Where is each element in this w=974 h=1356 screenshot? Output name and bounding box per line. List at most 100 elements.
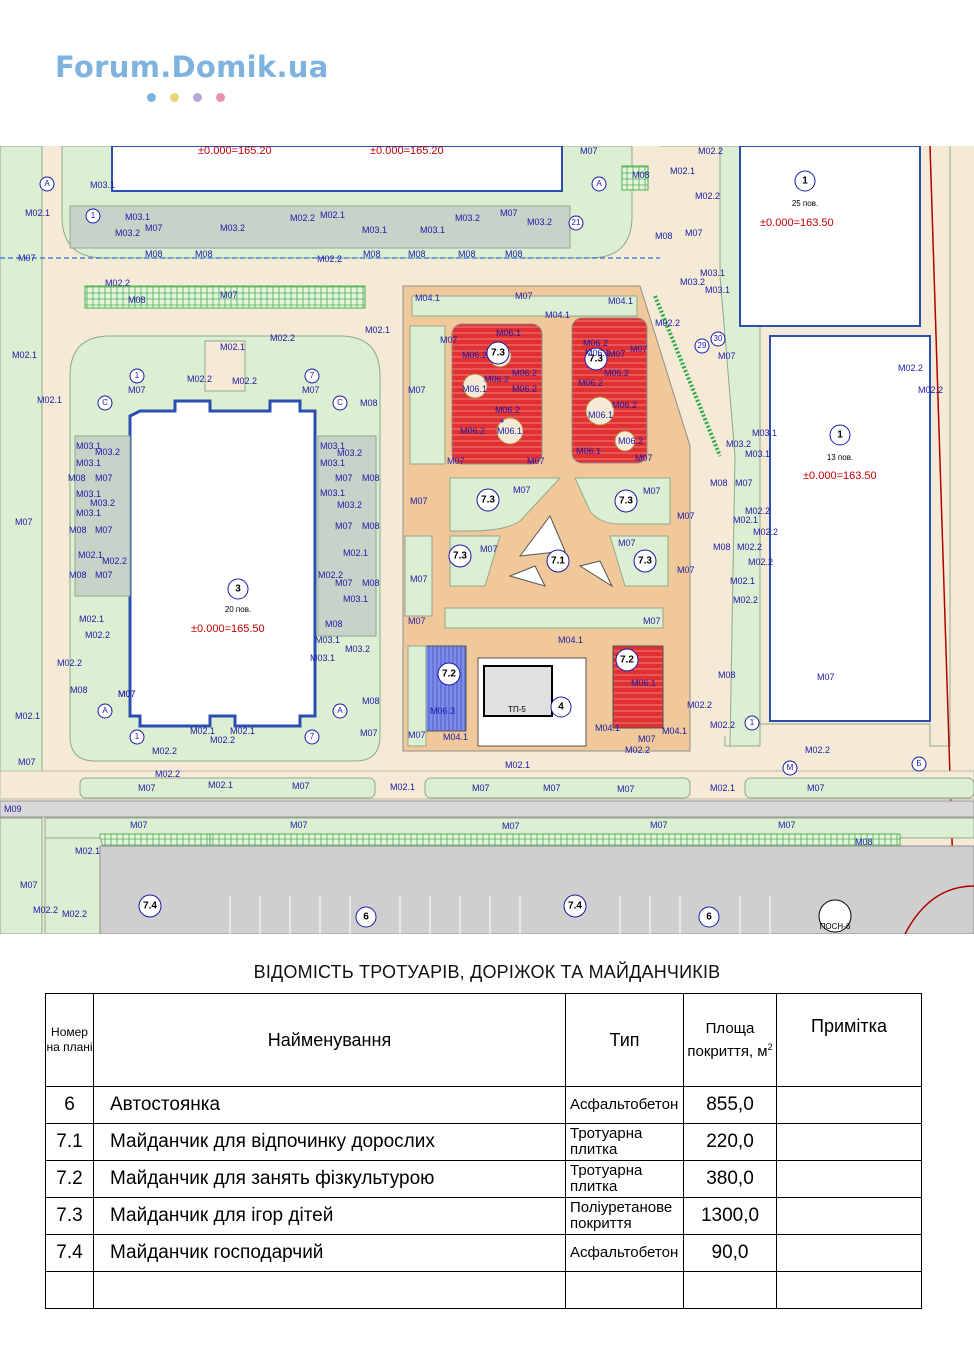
marking-label: M02.2 — [733, 595, 758, 605]
axis-marker: A — [596, 179, 602, 188]
green-strip-left-bottom — [0, 817, 43, 934]
marking-label: M07 — [480, 544, 498, 554]
cell-name: Майданчик для відпочинку дорослих — [93, 1123, 566, 1161]
surfaces-table: Номер на плані Найменування Тип Площа по… — [45, 993, 922, 1309]
marking-label: M07 — [220, 290, 238, 300]
marking-label: M07 — [335, 578, 353, 588]
marking-label: M02.1 — [190, 726, 215, 736]
zone-marker: 6 — [363, 912, 369, 923]
marking-label: M02.1 — [220, 342, 245, 352]
marking-label: M08 — [360, 398, 378, 408]
marking-label: M07 — [807, 783, 825, 793]
marking-label: M04.1 — [558, 635, 583, 645]
marking-label: M03.1 — [125, 212, 150, 222]
marking-label: M08 — [70, 685, 88, 695]
marking-label: M02.2 — [155, 769, 180, 779]
marking-label: M07 — [635, 453, 653, 463]
level-mark: ±0.000=163.50 — [760, 217, 834, 229]
axis-marker: A — [44, 179, 50, 188]
level-mark: ±0.000=163.50 — [803, 470, 877, 482]
marking-label: M03.1 — [76, 489, 101, 499]
marking-label: M02.1 — [365, 325, 390, 335]
marking-label: M07 — [685, 228, 703, 238]
marking-label: M03.2 — [345, 644, 370, 654]
table-row: 6 Автостоянка Асфальтобетон 855,0 — [45, 1086, 922, 1124]
axis-marker: C — [337, 398, 343, 407]
cell-name: Майданчик господарчий — [93, 1234, 566, 1272]
marking-label: M07 — [580, 146, 598, 156]
marking-label: M03.2 — [337, 500, 362, 510]
logo-dot — [170, 93, 179, 102]
marking-label: M03.2 — [220, 223, 245, 233]
marking-label: M02.2 — [918, 385, 943, 395]
zone-marker: 7.3 — [638, 556, 652, 567]
marking-label: M06.2 — [618, 436, 643, 446]
marking-label: M02.2 — [57, 658, 82, 668]
marking-label: M08 — [362, 696, 380, 706]
zone-marker: 7.1 — [551, 556, 565, 567]
marking-label: M03.1 — [310, 653, 335, 663]
marking-label: M08 — [68, 473, 86, 483]
marking-label: M08 — [632, 170, 650, 180]
marking-label: M07 — [20, 880, 38, 890]
marking-label: M06.1 — [588, 410, 613, 420]
cell-type: Тротуарна плитка — [565, 1123, 684, 1161]
marking-label: M07 — [650, 820, 668, 830]
marking-label: M03.2 — [90, 498, 115, 508]
marking-label: M07 — [408, 616, 426, 626]
building-number: 1 — [802, 176, 808, 187]
marking-label: M08 — [325, 619, 343, 629]
marking-label: M03.1 — [320, 458, 345, 468]
building-number: 4 — [558, 702, 564, 713]
cell-type — [565, 1271, 684, 1309]
marking-label: M02.1 — [343, 548, 368, 558]
marking-label: M07 — [408, 730, 426, 740]
marking-label: M07 — [18, 253, 36, 263]
marking-label: M06.1 — [496, 328, 521, 338]
zone-marker: 6 — [706, 912, 712, 923]
marking-label: M07 — [778, 820, 796, 830]
marking-label: M06.2 — [460, 426, 485, 436]
building-1-13floors — [769, 335, 931, 722]
marking-label: M09 — [4, 804, 22, 814]
marking-label: M07 — [817, 672, 835, 682]
cell-name: Майданчик для занять фізкультурою — [93, 1160, 566, 1198]
marking-label: M04.1 — [608, 296, 633, 306]
marking-label: M02.1 — [730, 576, 755, 586]
axis-marker: 7 — [310, 732, 315, 741]
marking-label: M07 — [618, 538, 636, 548]
axis-marker: 29 — [698, 341, 707, 350]
marking-label: M06.1 — [585, 348, 610, 358]
marking-label: M03.1 — [343, 594, 368, 604]
axis-markers: A A A A Б C C M 1 1 1 1 7 7 21 29 30 — [39, 176, 927, 776]
marking-label: M06.2 — [612, 400, 637, 410]
marking-label: M02.1 — [15, 711, 40, 721]
marking-label: M03.1 — [320, 441, 345, 451]
marking-label: M02.1 — [733, 515, 758, 525]
marking-label: M02.2 — [695, 191, 720, 201]
marking-label: M06.2 — [512, 384, 537, 394]
building-number: 3 — [235, 584, 241, 595]
marking-label: M08 — [505, 249, 523, 259]
marking-label: M03.1 — [315, 635, 340, 645]
green-strip-left — [0, 146, 43, 787]
marking-label: M02.2 — [687, 700, 712, 710]
marking-label: M08 — [362, 473, 380, 483]
marking-label: M02.2 — [805, 745, 830, 755]
marking-label: M02.2 — [290, 213, 315, 223]
forum-logo[interactable]: Forum.Domik.ua — [55, 50, 329, 102]
marking-label: M07 — [472, 783, 490, 793]
marking-label: M08 — [362, 521, 380, 531]
marking-label: M07 — [527, 456, 545, 466]
building-number: 1 — [837, 430, 843, 441]
marking-label: M08 — [855, 837, 873, 847]
marking-label: M02.2 — [625, 745, 650, 755]
table-row: 7.3 Майданчик для ігор дітей Поліуретано… — [45, 1197, 922, 1235]
marking-label: M07 — [138, 783, 156, 793]
marking-label: M08 — [195, 249, 213, 259]
marking-label: M03.1 — [745, 449, 770, 459]
marking-label: M03.1 — [76, 441, 101, 451]
zone-marker: 7.3 — [453, 551, 467, 562]
marking-label: M07 — [643, 616, 661, 626]
axis-marker: 21 — [572, 218, 581, 227]
